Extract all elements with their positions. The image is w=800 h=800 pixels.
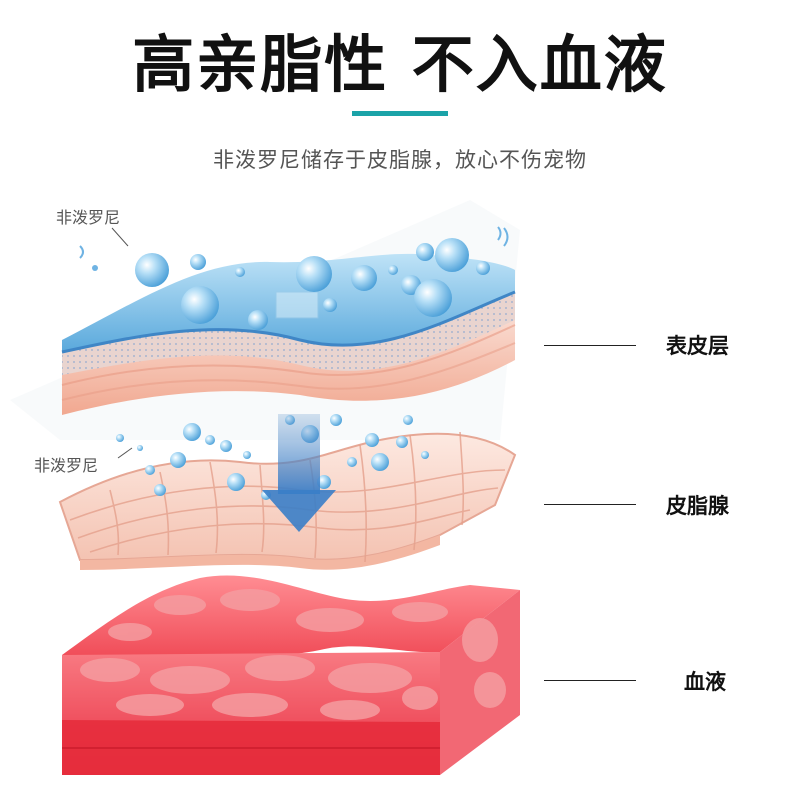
accent-bar — [352, 111, 448, 116]
leader-line-sebaceous — [544, 504, 636, 505]
callout-drug-top: 非泼罗尼 — [56, 208, 121, 227]
subtitle: 非泼罗尼储存于皮脂腺，放心不伤宠物 — [213, 148, 587, 172]
down-arrow-icon — [262, 414, 336, 532]
headline: 高亲脂性 不入血液 — [132, 28, 668, 101]
label-epidermis: 表皮层 — [666, 334, 729, 358]
label-sebaceous: 皮脂腺 — [666, 494, 729, 518]
callout-drug-middle: 非泼罗尼 — [34, 456, 99, 475]
leader-line-epidermis — [544, 345, 636, 346]
epidermis-layer — [61, 253, 516, 415]
blood-layer — [62, 575, 520, 775]
drug-bubbles-top — [79, 226, 509, 330]
leader-line-blood — [544, 680, 636, 681]
label-blood: 血液 — [684, 670, 726, 694]
